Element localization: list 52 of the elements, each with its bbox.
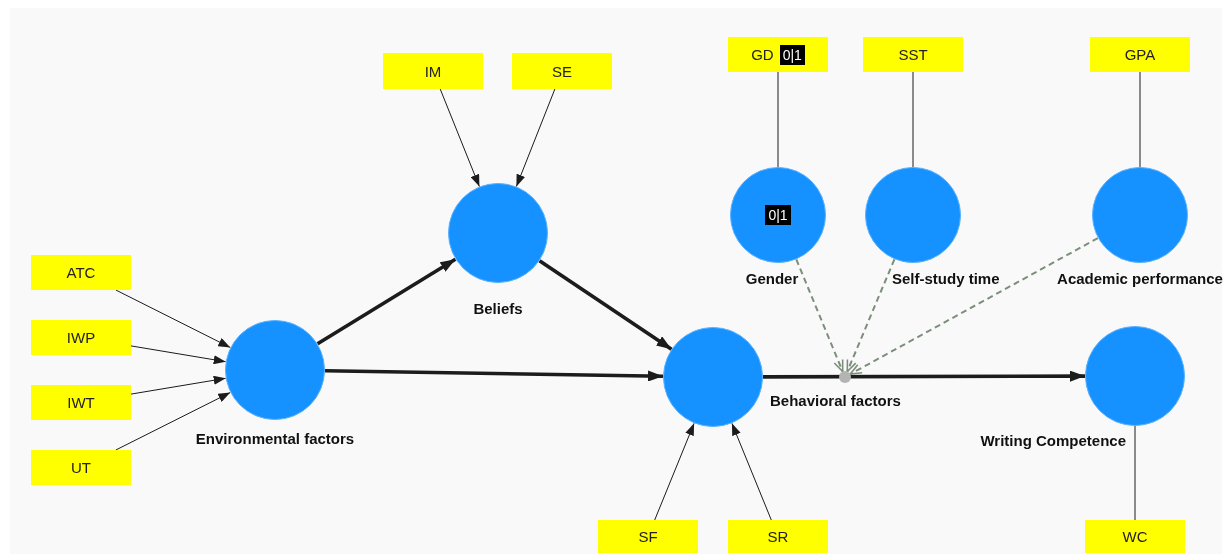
arrow — [130, 375, 227, 395]
arrow — [130, 345, 227, 365]
indicator-box — [863, 37, 963, 72]
indicator-label: WC — [1122, 528, 1148, 545]
construct-name: Writing Competence — [980, 432, 1126, 449]
indicator-label: UT — [71, 459, 91, 476]
arrow — [439, 88, 480, 188]
connector-line — [777, 71, 779, 168]
indicator-box — [1085, 520, 1185, 553]
arrow — [763, 370, 1085, 382]
construct-name: Environmental factors — [195, 430, 355, 447]
dashed-arrow — [849, 237, 1099, 376]
arrow — [515, 88, 556, 187]
binary-tag: 0|1 — [765, 205, 791, 225]
indicator-label: SF — [638, 528, 658, 545]
arrow — [324, 369, 664, 382]
indicator-label: ATC — [66, 264, 96, 281]
indicator-label: IM — [424, 62, 442, 80]
dashed-arrow — [846, 258, 896, 373]
construct-name: Gender — [745, 270, 799, 287]
indicator-box — [383, 53, 483, 89]
indicator-box — [728, 37, 828, 72]
arrow — [115, 289, 231, 348]
indicator-label: GD — [751, 46, 774, 63]
indicator-label: IWT — [67, 394, 95, 411]
indicator-label: IWP — [66, 329, 96, 346]
construct-name: Beliefs — [473, 300, 523, 317]
indicator-box — [31, 320, 131, 355]
indicator-label: SR — [767, 528, 789, 545]
dashed-arrow — [795, 258, 844, 373]
binary-tag: 0|1 — [779, 44, 805, 65]
arrow — [538, 259, 673, 351]
construct-name: Behavioral factors — [770, 392, 901, 409]
indicator-label: SE — [552, 62, 572, 80]
indicator-box — [31, 450, 131, 485]
arrow — [654, 422, 695, 521]
indicator-box — [512, 53, 612, 89]
connector-line — [912, 71, 914, 168]
indicator-box — [598, 520, 698, 553]
indicator-box — [728, 520, 828, 553]
arrow — [731, 422, 772, 521]
indicator-label: GPA — [1124, 46, 1156, 63]
arrow — [115, 392, 231, 451]
construct-name: Self-study time — [892, 270, 1000, 287]
connector-line — [1139, 71, 1141, 168]
indicator-box — [1090, 37, 1190, 72]
indicator-box — [31, 255, 131, 290]
indicator-label: SST — [898, 46, 928, 63]
connector-line — [1134, 425, 1136, 521]
indicator-box — [31, 385, 131, 420]
arrow — [316, 257, 457, 346]
construct-name: Academic performance — [1057, 270, 1223, 287]
